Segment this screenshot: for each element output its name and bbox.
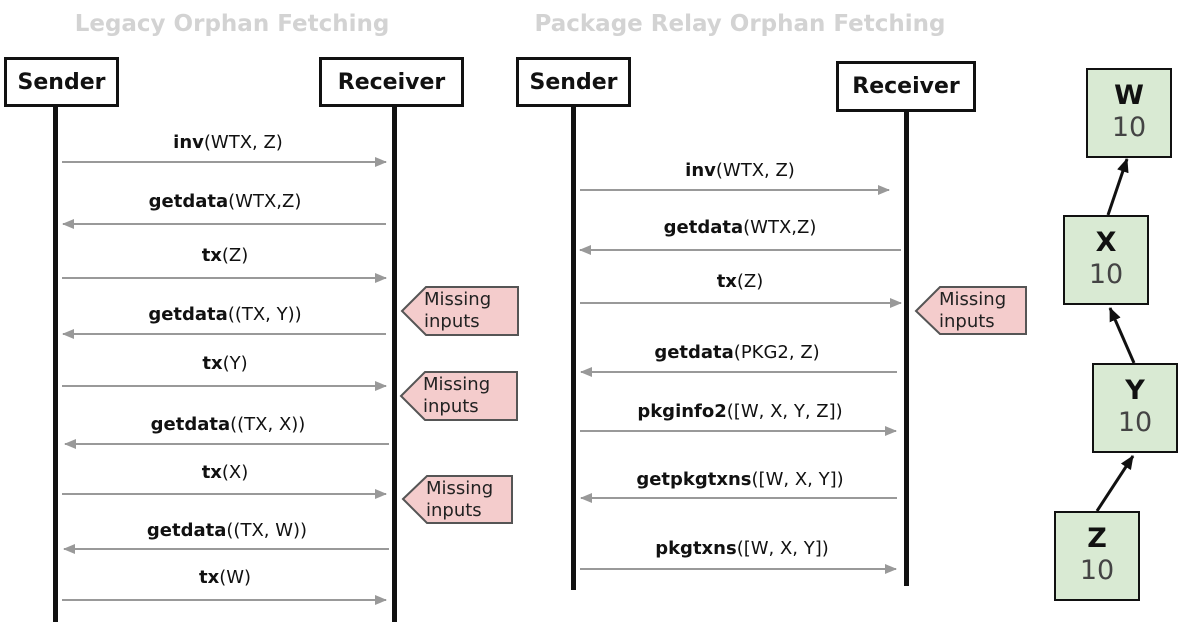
edge-y-to-x xyxy=(1108,307,1136,364)
legacy-missing-inputs-note-1 xyxy=(400,286,519,336)
legacy-message-9: tx(W) xyxy=(198,567,252,588)
tx-node-z-name: Z xyxy=(1087,523,1107,554)
tx-node-w-value: 10 xyxy=(1111,112,1147,143)
tx-node-x: X 10 xyxy=(1063,215,1149,305)
tx-node-y: Y 10 xyxy=(1092,363,1178,453)
legacy-missing-inputs-label-3: Missing inputs xyxy=(426,478,494,521)
tx-node-y-value: 10 xyxy=(1117,407,1153,438)
edge-z-to-y xyxy=(1095,455,1135,512)
legacy-message-5: tx(Y) xyxy=(202,353,248,374)
legacy-missing-inputs-note-3 xyxy=(401,475,513,524)
package-message-3: tx(Z) xyxy=(716,271,764,292)
legacy-receiver-label: Receiver xyxy=(337,69,446,95)
package-sender-lifeline xyxy=(571,104,576,590)
package-message-2: getdata(WTX,Z) xyxy=(663,217,817,238)
legacy-message-1: inv(WTX, Z) xyxy=(173,132,283,153)
legacy-message-2: getdata(WTX,Z) xyxy=(148,191,302,212)
package-message-5: pkginfo2([W, X, Y, Z]) xyxy=(637,401,843,422)
package-receiver-box: Receiver xyxy=(836,61,976,112)
legacy-missing-inputs-note-2 xyxy=(399,371,518,421)
legacy-sender-lifeline xyxy=(53,104,58,622)
package-relay-title: Package Relay Orphan Fetching xyxy=(534,11,946,37)
legacy-message-6: getdata((TX, X)) xyxy=(150,414,306,435)
package-message-6: getpkgtxns([W, X, Y]) xyxy=(636,469,844,490)
tx-node-x-value: 10 xyxy=(1088,259,1124,290)
legacy-message-7: tx(X) xyxy=(201,462,249,483)
tx-node-x-name: X xyxy=(1095,227,1117,258)
legacy-title: Legacy Orphan Fetching xyxy=(74,11,390,37)
package-receiver-label: Receiver xyxy=(852,74,960,99)
legacy-receiver-box: Receiver xyxy=(319,57,464,107)
package-message-4: getdata(PKG2, Z) xyxy=(654,342,820,363)
package-missing-inputs-label-1: Missing inputs xyxy=(939,289,1007,332)
legacy-missing-inputs-label-1: Missing inputs xyxy=(424,289,492,332)
legacy-sender-label: Sender xyxy=(17,69,106,95)
legacy-missing-inputs-label-2: Missing inputs xyxy=(423,374,491,417)
tx-node-y-name: Y xyxy=(1125,375,1145,406)
tx-node-w-name: W xyxy=(1114,80,1144,111)
tx-node-z: Z 10 xyxy=(1054,511,1140,601)
package-sender-box: Sender xyxy=(516,57,631,107)
package-missing-inputs-note-1 xyxy=(914,286,1027,335)
tx-node-z-value: 10 xyxy=(1079,555,1115,586)
tx-node-w: W 10 xyxy=(1086,68,1172,158)
edge-x-to-w xyxy=(1106,158,1129,216)
legacy-message-4: getdata((TX, Y)) xyxy=(148,304,302,325)
package-message-7: pkgtxns([W, X, Y]) xyxy=(655,538,829,559)
legacy-sender-box: Sender xyxy=(4,57,119,107)
legacy-message-3: tx(Z) xyxy=(201,245,249,266)
legacy-message-8: getdata((TX, W)) xyxy=(146,520,308,541)
package-receiver-lifeline xyxy=(904,108,909,586)
legacy-receiver-lifeline xyxy=(392,104,397,622)
package-sender-label: Sender xyxy=(529,69,618,95)
package-message-1: inv(WTX, Z) xyxy=(685,160,795,181)
